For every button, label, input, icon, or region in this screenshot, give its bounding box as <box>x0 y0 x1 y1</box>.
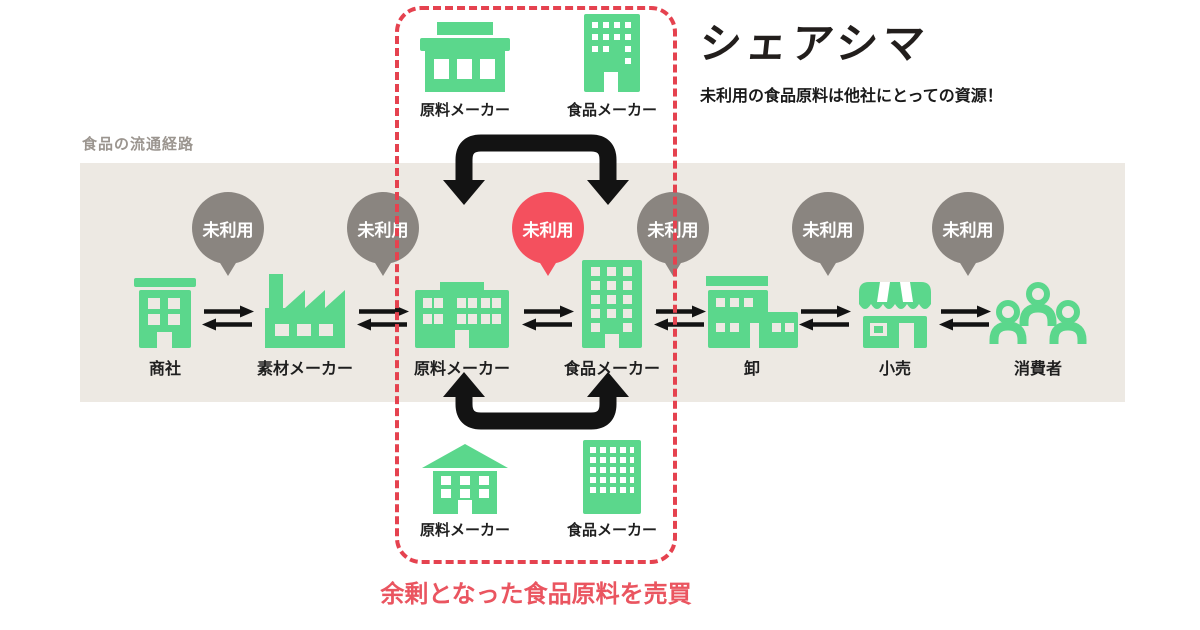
highlight-caption: 余剰となった食品原料を売買 <box>380 580 692 608</box>
entity-label-kouri: 小売 <box>878 359 911 378</box>
exchange-arrows-icon <box>939 305 991 331</box>
exchange-arrows-icon <box>654 305 706 331</box>
shop-building-icon <box>420 22 510 92</box>
wide-building-icon <box>415 282 509 348</box>
storefront-icon <box>855 280 935 348</box>
unused-bubble-label: 未利用 <box>357 220 409 241</box>
entity-label-shosha: 商社 <box>148 359 181 378</box>
top-pair-label-shokuhin: 食品メーカー <box>566 101 657 119</box>
unused-bubble: 未利用 <box>637 192 709 264</box>
entity-label-shohisha: 消費者 <box>1013 359 1062 378</box>
people-icon <box>988 282 1088 348</box>
city-building-icon <box>584 14 640 92</box>
trade-flow-down-arrow-icon <box>430 130 646 206</box>
unused-bubble-label: 未利用 <box>202 220 254 241</box>
brand-tagline: 未利用の食品原料は他社にとっての資源！ <box>700 86 1003 105</box>
unused-bubble-label: 未利用 <box>802 220 854 241</box>
section-title: 食品の流通経路 <box>82 135 195 153</box>
trade-flow-up-arrow-icon <box>430 372 646 434</box>
exchange-arrows-icon <box>202 305 254 331</box>
unused-bubble-red: 未利用 <box>512 192 584 264</box>
brand-logo: シェアシマ <box>697 19 931 68</box>
entity-label-oroshi: 卸 <box>743 359 760 378</box>
entity-label-shokuhin-maker: 食品メーカー <box>563 359 660 378</box>
factory-icon <box>261 272 349 348</box>
unused-bubble: 未利用 <box>192 192 264 264</box>
office-block-icon <box>583 440 641 514</box>
top-pair-label-genryo: 原料メーカー <box>419 101 510 119</box>
tall-building-icon <box>582 260 642 348</box>
bottom-pair-label-genryo: 原料メーカー <box>419 521 510 539</box>
house-building-icon <box>422 442 508 514</box>
entity-label-genryo-maker: 原料メーカー <box>413 359 510 378</box>
exchange-arrows-icon <box>522 305 574 331</box>
entity-label-sozai-maker: 素材メーカー <box>256 359 353 378</box>
exchange-arrows-icon <box>357 305 409 331</box>
unused-bubble: 未利用 <box>932 192 1004 264</box>
exchange-arrows-icon <box>799 305 851 331</box>
unused-bubble-label: 未利用 <box>647 220 699 241</box>
warehouse-icon <box>706 276 798 348</box>
office-building-icon <box>132 278 198 348</box>
unused-bubble: 未利用 <box>792 192 864 264</box>
unused-bubble-label: 未利用 <box>522 220 574 241</box>
unused-bubble-label: 未利用 <box>942 220 994 241</box>
unused-bubble: 未利用 <box>347 192 419 264</box>
bottom-pair-label-shokuhin: 食品メーカー <box>566 521 657 539</box>
